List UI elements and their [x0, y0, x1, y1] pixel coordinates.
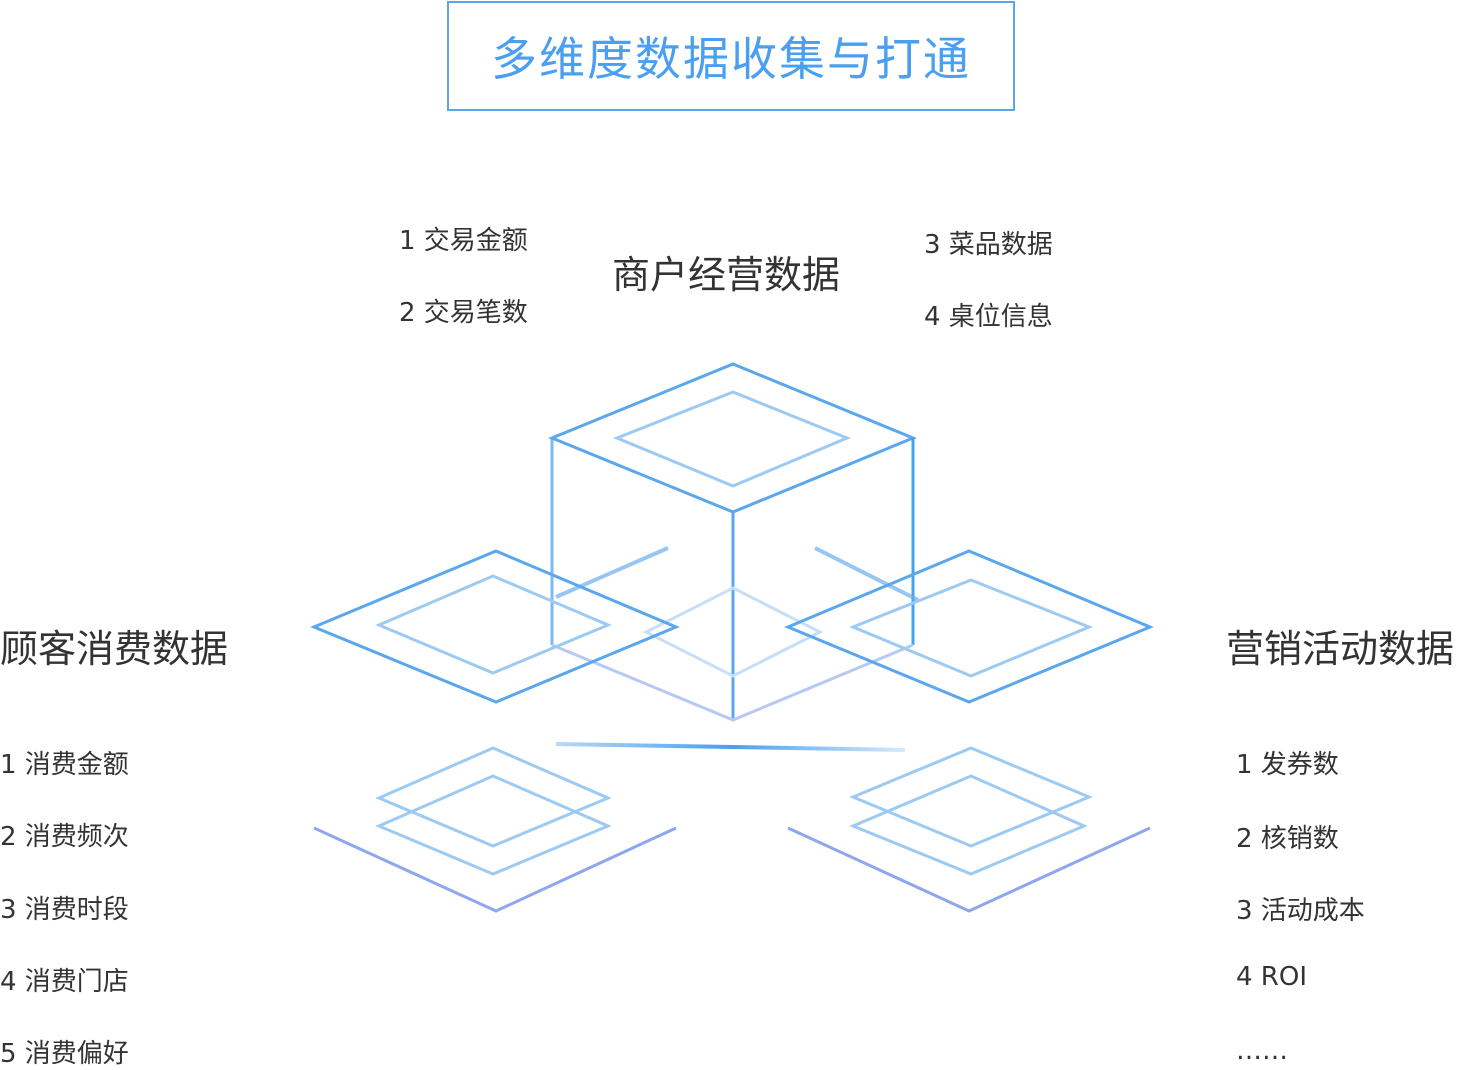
- cube-link: [555, 742, 906, 752]
- merchant-item-3: 3 菜品数据: [924, 230, 1053, 260]
- page-title: 多维度数据收集与打通: [491, 32, 971, 86]
- title-box: 多维度数据收集与打通: [447, 1, 1015, 111]
- marketing-item-5: ……: [1236, 1036, 1288, 1066]
- customer-item-3: 3 消费时段: [0, 895, 129, 925]
- customer-item-4: 4 消费门店: [0, 967, 129, 997]
- marketing-heading: 营销活动数据: [1226, 627, 1455, 671]
- marketing-item-4: 4 ROI: [1236, 962, 1308, 992]
- merchant-heading: 商户经营数据: [612, 253, 841, 297]
- cube-merchant: [548, 362, 919, 722]
- cube-marketing: [784, 549, 1154, 913]
- customer-heading: 顾客消费数据: [0, 627, 229, 671]
- merchant-item-1: 1 交易金额: [399, 226, 528, 256]
- marketing-item-2: 2 核销数: [1236, 824, 1339, 854]
- merchant-item-4: 4 桌位信息: [924, 302, 1053, 332]
- marketing-item-3: 3 活动成本: [1236, 896, 1365, 926]
- customer-item-2: 2 消费频次: [0, 822, 129, 852]
- cube-customer: [310, 549, 680, 913]
- marketing-item-1: 1 发券数: [1236, 750, 1339, 780]
- merchant-item-2: 2 交易笔数: [399, 298, 528, 328]
- customer-item-1: 1 消费金额: [0, 750, 129, 780]
